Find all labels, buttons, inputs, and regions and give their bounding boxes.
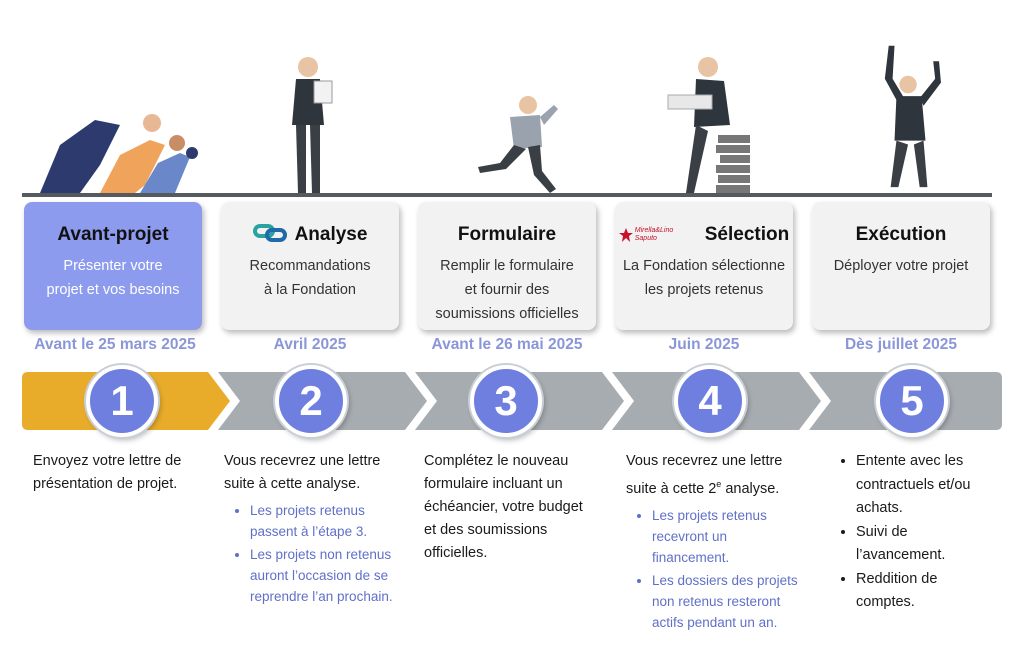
logo-text: Mirella&Lino Saputo <box>634 227 674 242</box>
bullet-item: Les projets retenus passent à l’étape 3. <box>250 500 400 542</box>
card-analyse: Analyse Recommandations à la Fondation <box>221 202 399 330</box>
chain-link-icon <box>252 222 287 248</box>
date-step-3: Avant le 26 mai 2025 <box>431 336 583 353</box>
step-number-1: 1 <box>86 365 158 437</box>
step-number: 5 <box>900 377 924 424</box>
bullet-item: Reddition de comptes. <box>856 568 984 615</box>
card-subtitle-line: Déployer votre projet <box>833 258 969 274</box>
celebrating-man-illustration <box>870 40 950 190</box>
date-step-1: Avant le 25 mars 2025 <box>34 336 196 353</box>
description-step-2: Vous recevrez une lettre suite à cette a… <box>224 450 400 609</box>
description-line: présentation de projet. <box>33 476 178 492</box>
description-line: suite à cette analyse. <box>224 476 361 492</box>
card-title: Exécution <box>855 224 947 245</box>
card-title: Sélection <box>704 224 790 245</box>
card-avant-projet: Avant-projet Présenter votre projet et v… <box>24 202 202 330</box>
reading-man-illustration <box>270 45 390 195</box>
date-step-2: Avril 2025 <box>273 336 347 353</box>
description-step-5: Entente avec les contractuels et/ou acha… <box>834 450 984 615</box>
card-subtitle-line: et fournir des <box>464 282 550 298</box>
card-execution: Exécution Déployer votre projet <box>812 202 990 330</box>
card-selection: Mirella&Lino Saputo Sélection La Fondati… <box>615 202 793 330</box>
card-subtitle-line: soumissions officielles <box>435 306 579 322</box>
step-number: 4 <box>698 377 722 424</box>
step-number-4: 4 <box>674 365 746 437</box>
description-line: officielles. <box>424 545 488 561</box>
running-man-illustration <box>470 45 590 195</box>
foundation-logo: Mirella&Lino Saputo <box>618 227 697 243</box>
description-line: et des soumissions <box>424 522 548 538</box>
card-subtitle-line: projet et vos besoins <box>46 282 180 298</box>
description-line: Vous recevrez une lettre <box>224 453 381 469</box>
bullet-item: Entente avec les contractuels et/ou acha… <box>856 450 984 521</box>
card-subtitle-line: les projets retenus <box>644 282 764 298</box>
description-line: formulaire incluant un <box>424 476 563 492</box>
step-number-3: 3 <box>470 365 542 437</box>
bullet-item: Les projets non retenus auront l’occasio… <box>250 544 400 607</box>
bullet-item: Les projets retenus recevront un finance… <box>652 505 798 568</box>
card-subtitle-line: à la Fondation <box>264 282 356 298</box>
date-step-4: Juin 2025 <box>668 336 740 353</box>
description-step-1: Envoyez votre lettre de présentation de … <box>33 450 213 496</box>
step-number: 1 <box>110 377 134 424</box>
description-line: suite à cette 2e analyse. <box>626 473 798 501</box>
step-number-2: 2 <box>275 365 347 437</box>
card-title: Analyse <box>294 224 368 245</box>
card-subtitle-line: Remplir le formulaire <box>440 258 574 274</box>
runners-illustration <box>40 45 200 195</box>
superscript: e <box>716 479 722 489</box>
card-subtitle-line: Recommandations <box>249 258 371 274</box>
description-text: suite à cette 2 <box>626 480 717 497</box>
card-formulaire: Formulaire Remplir le formulaire et four… <box>418 202 596 330</box>
description-line: Envoyez votre lettre de <box>33 453 182 469</box>
date-step-5: Dès juillet 2025 <box>844 336 957 353</box>
description-line: Complétez le nouveau <box>424 453 569 469</box>
timeline-baseline <box>22 193 992 197</box>
card-subtitle-line: La Fondation sélectionne <box>622 258 786 274</box>
bullet-item: Suivi de l’avancement. <box>856 521 984 568</box>
description-line: Vous recevrez une lettre <box>626 453 783 469</box>
bullet-item: Les dossiers des projets non retenus res… <box>652 570 798 633</box>
card-title: Avant-projet <box>57 224 169 245</box>
description-step-3: Complétez le nouveau formulaire incluant… <box>424 450 604 565</box>
description-step-4: Vous recevrez une lettre suite à cette 2… <box>626 450 798 635</box>
step-number-5: 5 <box>876 365 948 437</box>
step-number: 2 <box>299 377 323 424</box>
description-text: analyse. <box>721 480 780 497</box>
description-line: échéancier, votre budget <box>424 499 583 515</box>
card-subtitle-line: Présenter votre <box>63 258 163 274</box>
card-title: Formulaire <box>457 224 557 245</box>
step-number: 3 <box>494 377 518 424</box>
sitting-man-illustration <box>660 45 760 195</box>
